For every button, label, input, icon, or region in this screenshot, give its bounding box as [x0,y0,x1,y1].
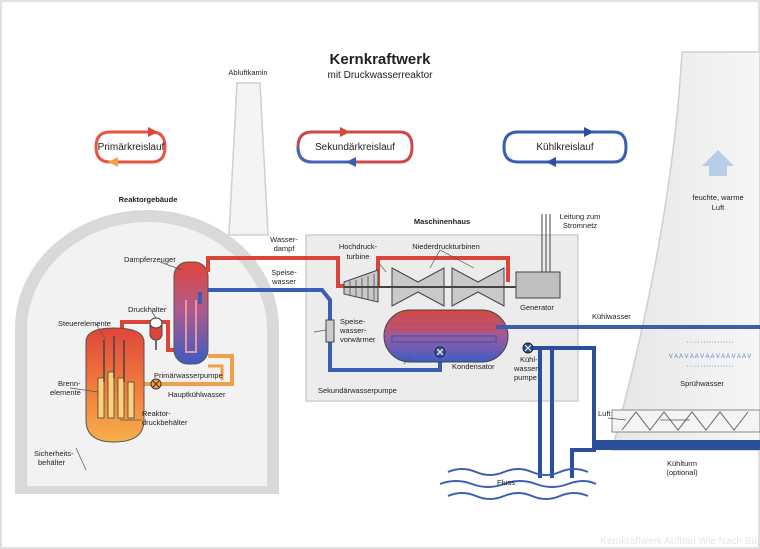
feedwater-preheater [325,319,335,343]
label-kuehlturm-1: Kühlturm [667,459,697,468]
label-leitung-1: Leitung zum [560,212,601,221]
cooling-tower [611,51,760,451]
river [439,468,597,500]
label-kuehlpumpe-3: pumpe [514,373,537,382]
label-hochdruck-2: turbine [347,252,370,261]
label-brenn-1: Brenn- [58,379,81,388]
spray-water: ' ' ' ' ' ' ' ' ' ' ' ' ' ' ' ' ' V A A … [669,342,751,372]
tower-basin [594,440,760,450]
primary-pipe-hot [120,320,182,352]
label-wasserdampf-1: Wasser- [270,235,298,244]
label-sicherheit-2: behälter [38,458,66,467]
chimney [228,82,269,236]
label-dampferzeuger: Dampferzeuger [124,255,176,264]
steam-generator [173,261,209,365]
leader-lines [69,249,690,471]
legend-secondary [296,127,414,167]
label-steuerelemente: Steuerelemente [58,319,111,328]
generator-box [515,271,561,299]
label-spruehwasser: Sprühwasser [680,379,724,388]
label-maschinenhaus: Maschinenhaus [414,217,470,226]
label-sicherheit-1: Sicherheits- [34,449,74,458]
svg-text:V A A V A A V A A V A A V A A: V A A V A A V A A V A A V A A V [669,354,751,360]
steam-line [206,256,350,288]
label-luft: Luft [598,409,611,418]
condenser [383,309,509,363]
svg-text:' ' ' ' ' ' ' ' ' ' ' ' ' ' ': ' ' ' ' ' ' ' ' ' ' ' ' ' ' ' ' ' [687,342,733,348]
label-speisevorw-1: Speise- [340,317,366,326]
secondary-pump-icon [434,346,446,358]
label-abluftkamin: Abluftkamin [228,68,267,77]
label-speisewasser-1: Speise- [271,268,297,277]
label-speisewasser-2: wasser [271,277,296,286]
label-brenn-2: elemente [50,388,81,397]
cooling-intake [538,348,554,478]
pressurizer [149,317,163,350]
cooling-pump-icon [522,342,534,354]
label-kuehlpumpe-1: Kühl- [520,355,538,364]
label-wasserdampf-2: dampf [274,244,296,253]
legend-cooling [502,127,628,167]
label-generator: Generator [520,303,554,312]
label-kuehlwasser: Kühlwasser [592,312,631,321]
label-fluss: Fluss [497,478,515,487]
watermark: Kernkraftwerk Aufbau Wie Nach Bu [600,536,757,547]
legend-primary [94,127,167,167]
label-kondensator: Kondensator [452,362,495,371]
primary-pump-icon [150,378,162,390]
label-feuchte-2: Luft [712,203,725,212]
grid-lines [541,214,551,272]
label-kuehlpumpe-2: wasser- [513,364,541,373]
label-speisevorw-3: vorwärmer [340,335,376,344]
label-reaktor-2: druckbehälter [142,418,188,427]
page-title: Kernkraftwerk [330,51,432,68]
legend-secondary-label: Sekundärkreislauf [315,142,395,153]
fill-pack [611,409,760,433]
reactor-vessel [85,327,145,443]
label-leitung-2: Stromnetz [563,221,597,230]
label-druckhalter: Druckhalter [128,305,167,314]
label-sekpumpe: Sekundärwasserpumpe [318,386,397,395]
label-hochdruck-1: Hochdruck- [339,242,378,251]
legend-primary-label: Primärkreislauf [98,142,165,153]
primary-pipe-cold [144,354,234,386]
label-speisevorw-2: wasser- [339,326,367,335]
page-subtitle: mit Druckwasserreaktor [327,70,433,81]
label-niederdruck: Niederdruckturbinen [412,242,480,251]
label-feuchte-1: feuchte, warme [692,193,743,202]
label-reaktor-1: Reaktor- [142,409,171,418]
label-kuehlturm-2: (optional) [666,468,698,477]
up-arrow-icon [702,150,734,176]
svg-text:' ' ' ' ' ' ' ' ' ' ' ' ' ' ': ' ' ' ' ' ' ' ' ' ' ' ' ' ' ' ' ' [687,366,733,372]
legend-cooling-label: Kühlkreislauf [536,142,593,153]
label-reaktorgebaeude: Reaktorgebäude [119,195,178,204]
label-primaerpumpe: Primärwasserpumpe [154,371,223,380]
label-hauptkuehl: Hauptkühlwasser [168,390,226,399]
hauptkuehl-pipe [208,364,224,380]
